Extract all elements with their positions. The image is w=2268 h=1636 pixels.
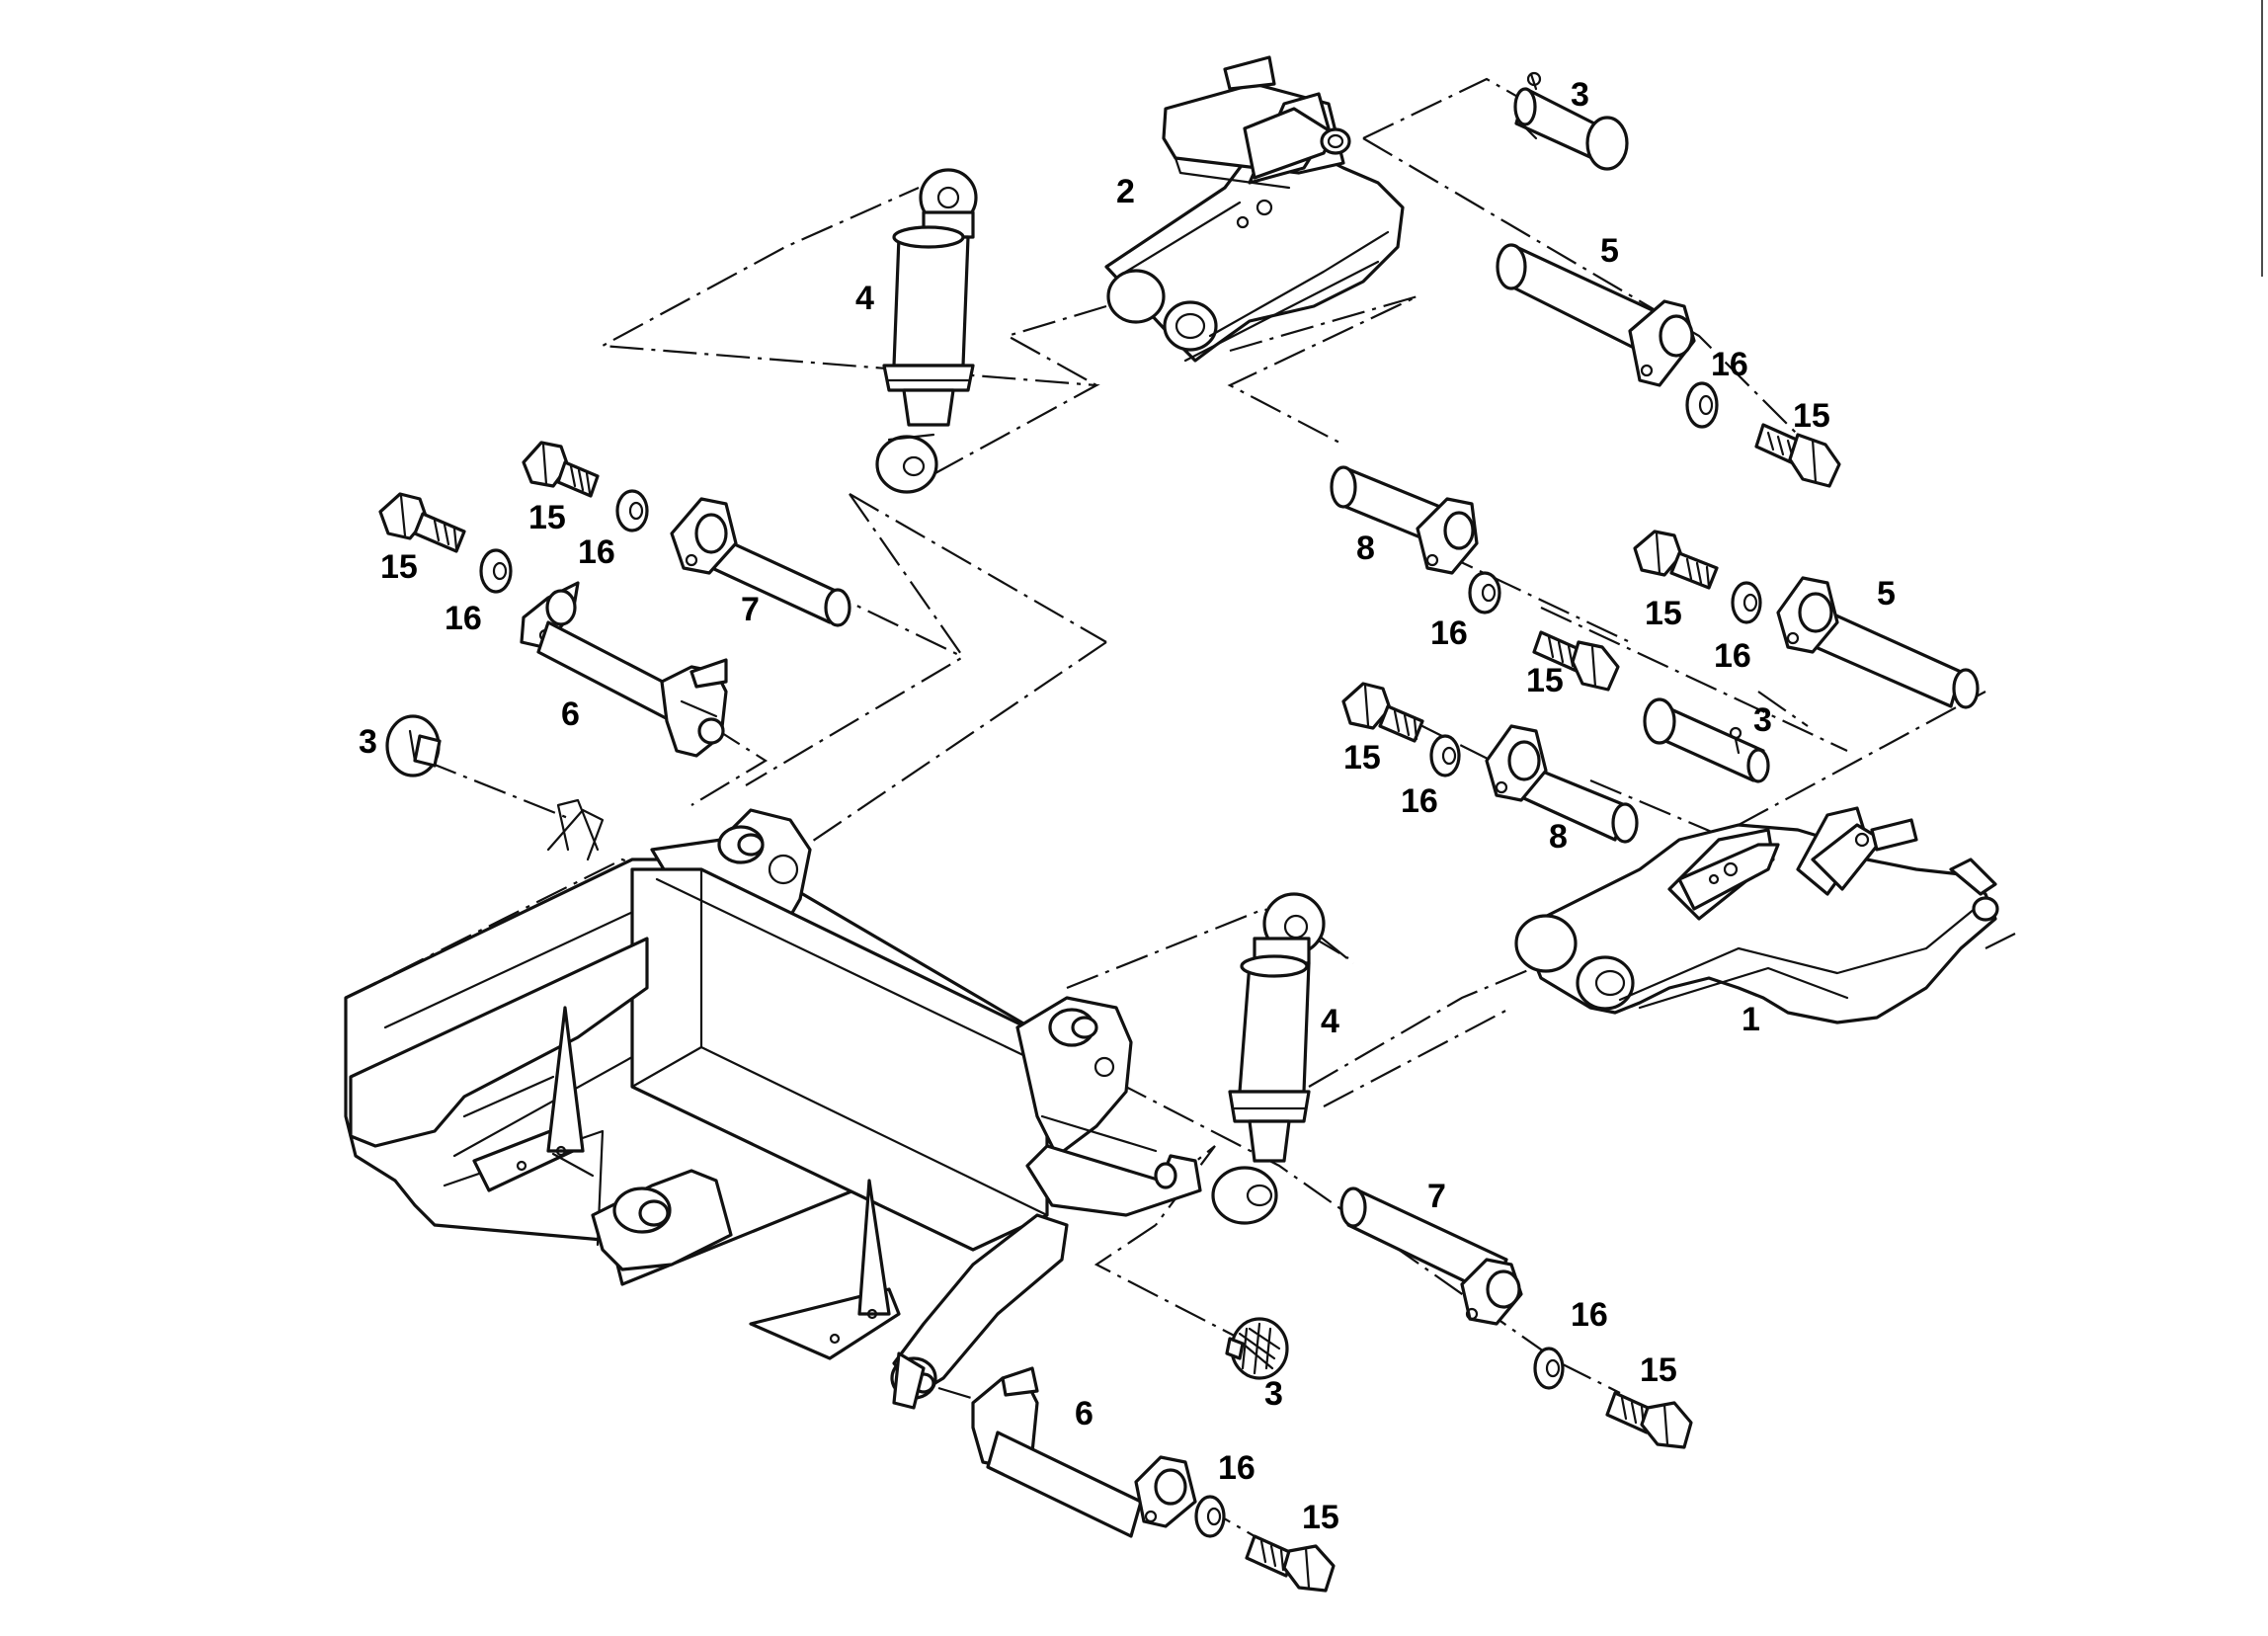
callout-15: 15 <box>1640 1351 1677 1389</box>
bolt-15-e <box>1633 530 1719 590</box>
bolts-15 <box>378 423 1841 1593</box>
bolt-15-c <box>378 492 466 553</box>
frame-lower-crossmember <box>349 937 649 1148</box>
shackle-assembly-2 <box>1104 55 1405 363</box>
callout-2: 2 <box>1116 173 1135 210</box>
pin-8-right <box>1485 724 1639 844</box>
pin-7-upper <box>670 497 851 627</box>
vehicle-frame <box>344 798 1202 1410</box>
callout-4: 4 <box>855 280 874 317</box>
shock-4-upper-body <box>892 235 970 368</box>
callout-16: 16 <box>578 533 615 571</box>
bolt-15-b <box>522 441 600 498</box>
pin-6-lower <box>971 1366 1197 1538</box>
shock-4-lower-body <box>1238 961 1311 1094</box>
callout-15: 15 <box>1645 595 1682 632</box>
washer-16-b <box>615 489 649 532</box>
pin-3-upper <box>1513 71 1629 171</box>
callout-8: 8 <box>1549 818 1568 856</box>
callout-16: 16 <box>445 600 482 637</box>
callout-6: 6 <box>561 695 580 733</box>
washer-16-f <box>1429 734 1461 777</box>
callout-5: 5 <box>1600 232 1619 270</box>
callout-15: 15 <box>380 548 418 586</box>
callout-3: 3 <box>1571 76 1589 114</box>
washer-16-a <box>1685 381 1719 429</box>
washer-16-d <box>1468 571 1501 614</box>
callout-7: 7 <box>1427 1178 1446 1215</box>
pin-6-upper <box>520 581 728 758</box>
bolt-15-a <box>1754 423 1841 488</box>
callout-3: 3 <box>359 723 377 761</box>
shackle-assembly-1 <box>1514 806 1999 1024</box>
callout-1: 1 <box>1742 1001 1760 1038</box>
callout-15: 15 <box>1302 1499 1339 1536</box>
pin-3-lower <box>1225 1317 1289 1380</box>
bolt-15-h <box>1245 1534 1336 1593</box>
washer-16-g <box>1533 1347 1565 1390</box>
shackle-1-body <box>1519 823 1997 1024</box>
callout-labels: 1 2 3 3 3 3 4 4 5 5 6 6 7 7 8 8 15 15 15… <box>359 76 1896 1536</box>
callout-15: 15 <box>1793 397 1830 435</box>
callout-16: 16 <box>1218 1449 1256 1487</box>
shock-absorber-4-lower <box>1211 892 1326 1225</box>
callout-6: 6 <box>1075 1395 1094 1432</box>
bolt-15-g <box>1605 1391 1693 1449</box>
washer-16-c <box>479 548 513 594</box>
washers-16 <box>479 381 1762 1538</box>
callout-7: 7 <box>741 591 760 628</box>
bolt-15-f <box>1341 682 1424 743</box>
callout-16: 16 <box>1401 782 1438 820</box>
pin-8-upper <box>1330 465 1479 575</box>
washer-16-h <box>1194 1495 1226 1538</box>
callout-15: 15 <box>1343 739 1381 777</box>
callout-3: 3 <box>1264 1375 1283 1413</box>
callout-16: 16 <box>1711 346 1748 383</box>
pin-5-right <box>1776 576 1980 709</box>
bolt-15-d <box>1532 630 1620 692</box>
callout-15: 15 <box>1526 662 1564 699</box>
callout-8: 8 <box>1356 530 1375 567</box>
frame-lower-rail <box>1025 1144 1202 1217</box>
callout-16: 16 <box>1714 637 1751 675</box>
callout-4: 4 <box>1321 1003 1339 1040</box>
callout-16: 16 <box>1430 614 1468 652</box>
callout-16: 16 <box>1571 1296 1608 1334</box>
shock-absorber-4-upper <box>875 168 978 494</box>
callout-5: 5 <box>1877 575 1896 613</box>
pin-3-left <box>385 714 442 777</box>
callout-3: 3 <box>1753 701 1772 739</box>
pin-3-right <box>1643 697 1770 783</box>
washer-16-e <box>1731 581 1762 624</box>
callout-15: 15 <box>528 499 566 536</box>
pin-5-upper <box>1496 243 1696 387</box>
pin-7-lower <box>1339 1186 1523 1326</box>
